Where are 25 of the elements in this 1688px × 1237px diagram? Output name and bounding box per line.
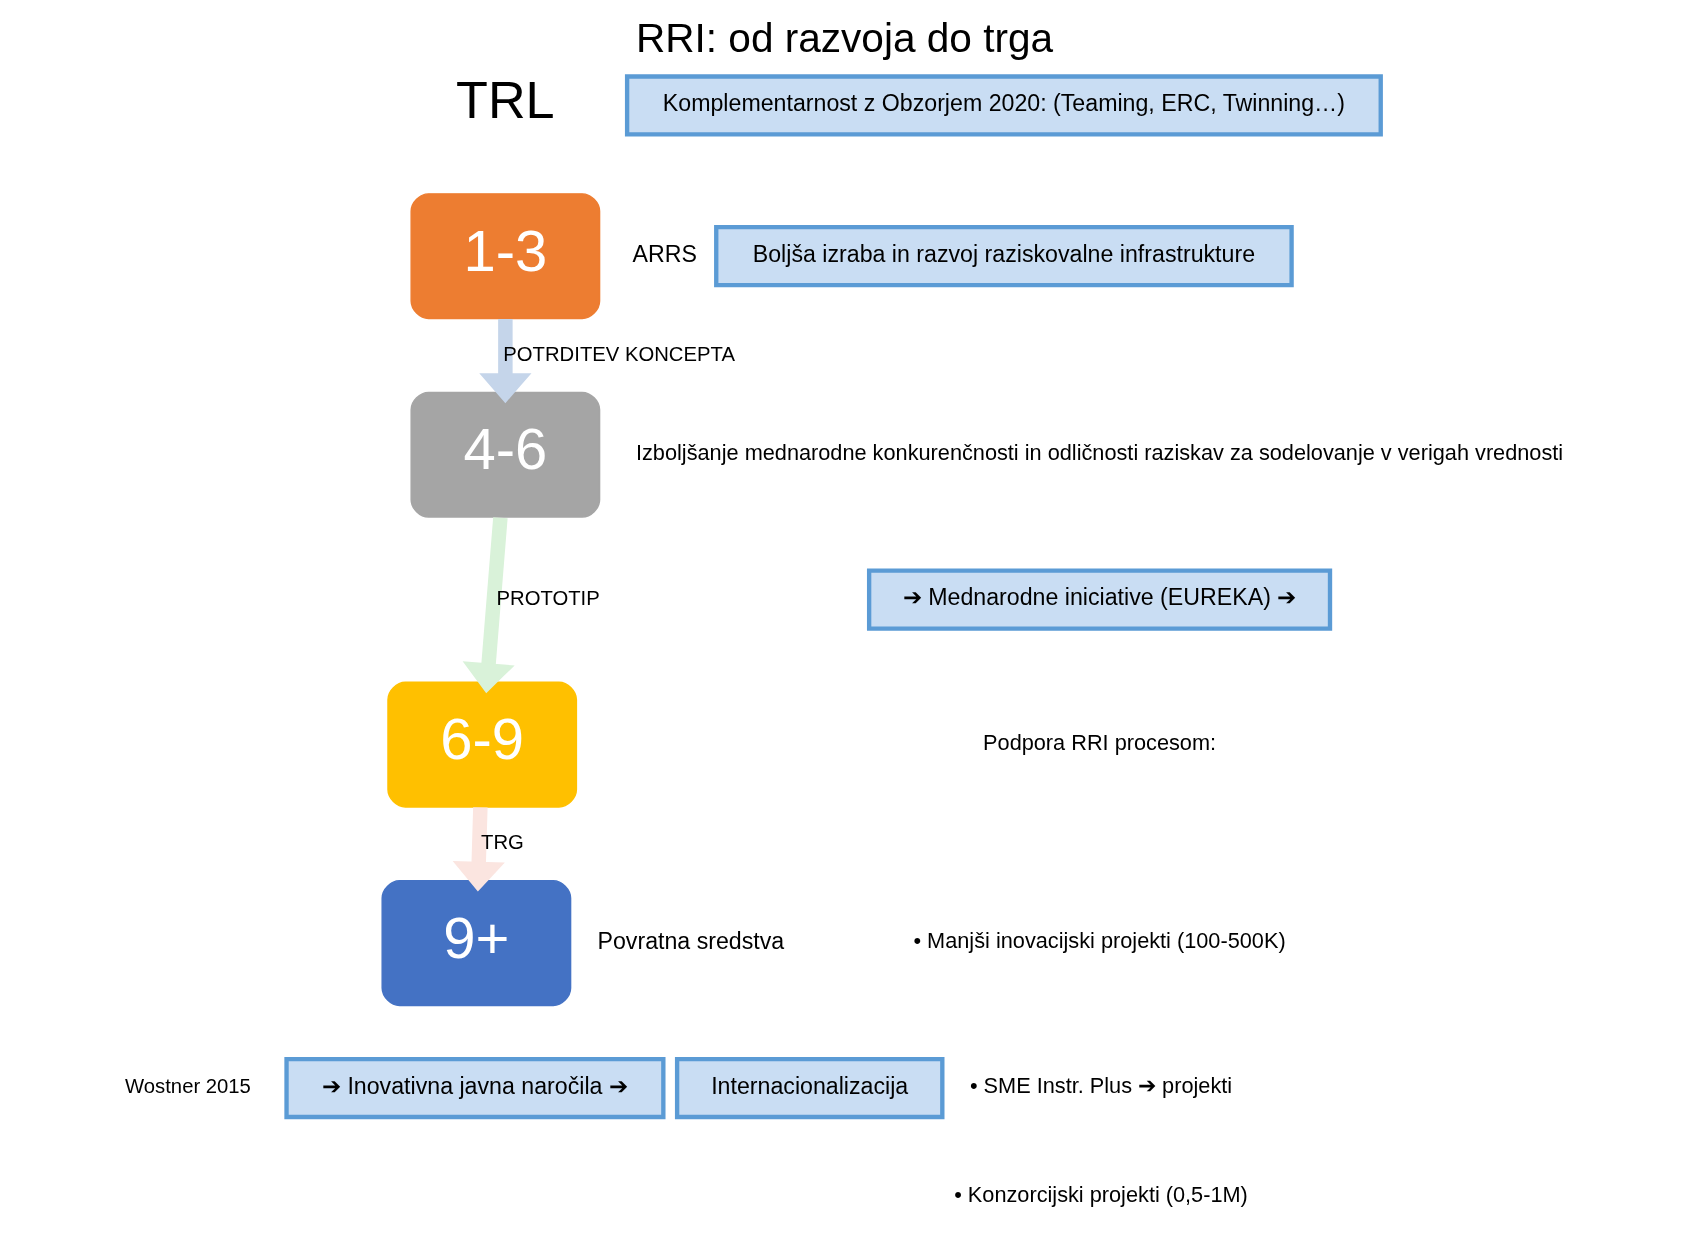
label: • Konzorcijski projekti (0,5-1M) xyxy=(953,1181,1248,1207)
edge-label: POTRDITEV KONCEPTA xyxy=(502,342,735,365)
node-box: ➔ Inovativna javna naročila ➔ xyxy=(283,1056,665,1120)
arrow xyxy=(452,807,505,892)
node-box: 9+ xyxy=(380,880,571,1007)
node-label: Povratna sredstva xyxy=(597,927,784,954)
node-box: 4-6 xyxy=(409,391,600,518)
label: Izboljšanje mednarodne konkurenčnosti in odličnosti raziskav za sodelovanje v verigah vrednosti xyxy=(635,439,1563,465)
edge-label: PROTOTIP xyxy=(496,587,600,610)
label: • Manjši inovacijski projekti (100-500K) xyxy=(912,928,1286,954)
label: • SME Instr. Plus ➔ projekti xyxy=(969,1073,1232,1099)
label: TRL xyxy=(455,71,555,130)
arrow xyxy=(478,319,531,404)
arrow xyxy=(462,517,515,694)
label: Podpora RRI procesom: xyxy=(982,729,1216,755)
edge-label: TRG xyxy=(480,831,524,854)
caption: Wostner 2015 xyxy=(124,1075,251,1098)
node-box: 6-9 xyxy=(386,681,577,808)
node-box: 1-3 xyxy=(409,193,600,320)
node-box: Internacionalizacija xyxy=(674,1056,944,1120)
node-box: Komplementarnost z Obzorjem 2020: (Teaming, ERC, Twinning…) xyxy=(624,74,1383,137)
node-box: Boljša izraba in razvoj raziskovalne infrastrukture xyxy=(713,225,1294,288)
node-box: ➔ Mednarodne iniciative (EUREKA) ➔ xyxy=(866,568,1332,631)
node-label: ARRS xyxy=(632,240,697,267)
diagram-title: RRI: od razvoja do trga xyxy=(635,15,1053,62)
